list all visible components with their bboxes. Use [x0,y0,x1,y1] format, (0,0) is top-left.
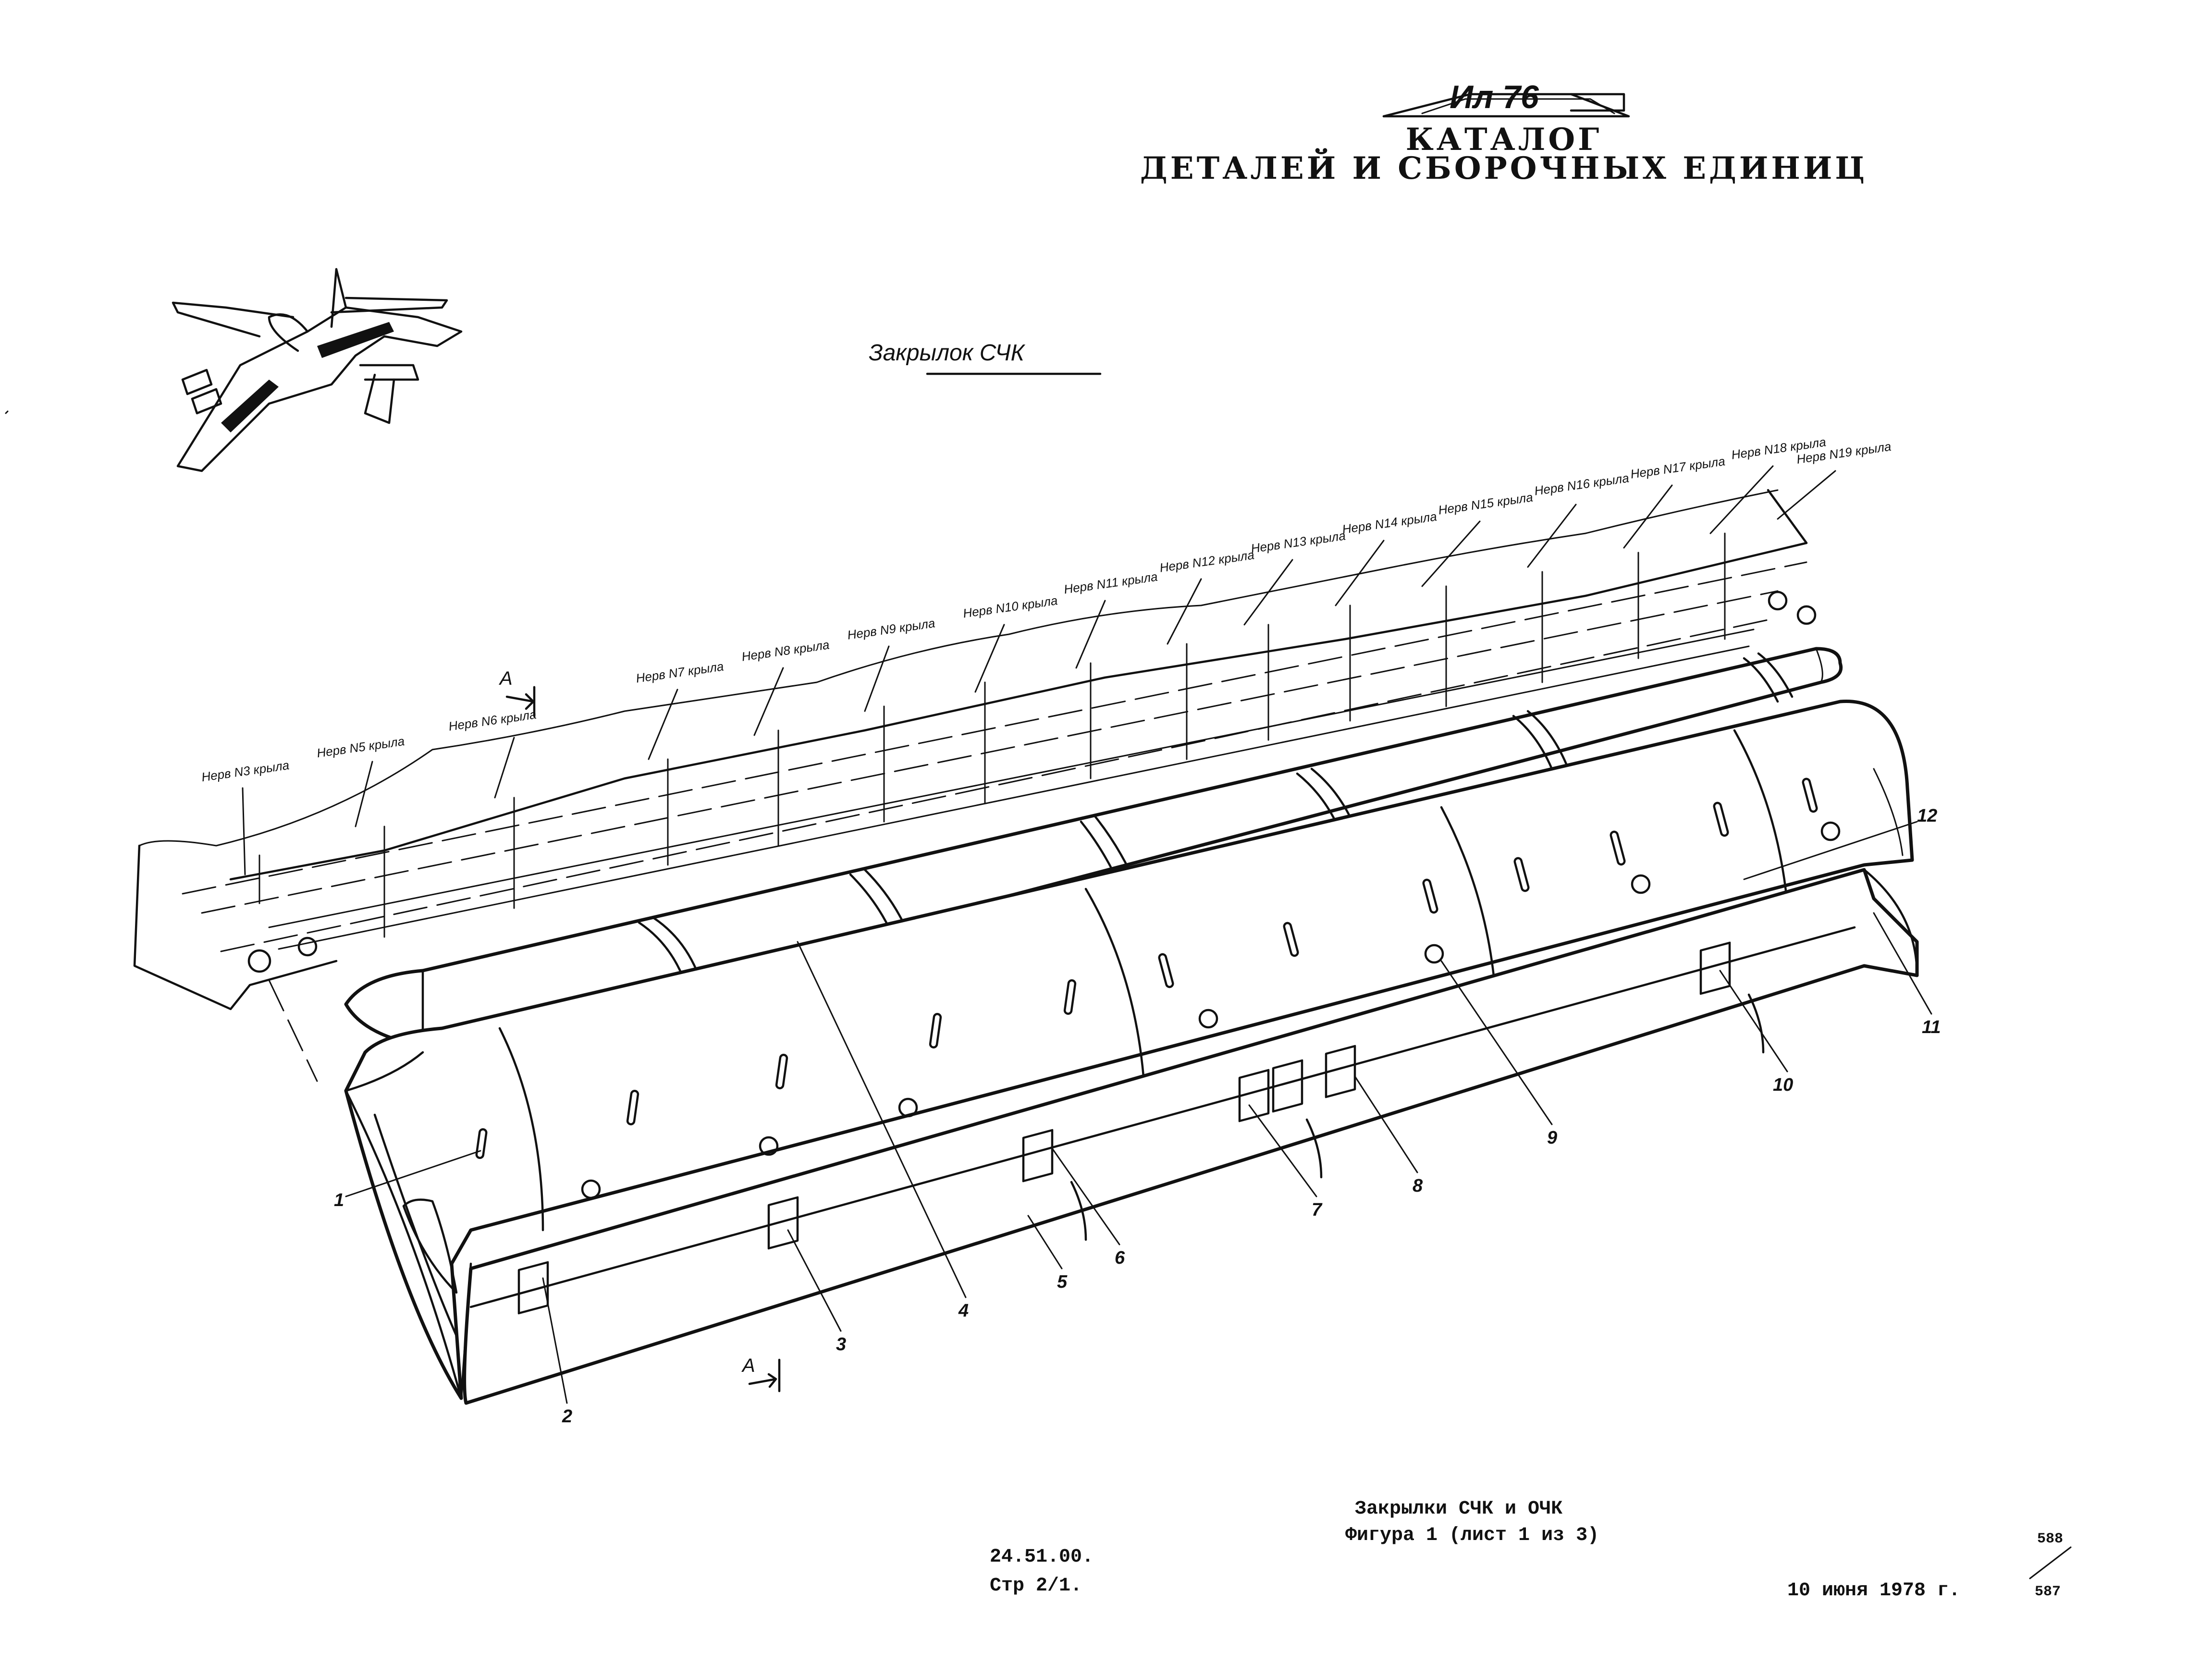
callout-10: 10 [1773,1075,1793,1095]
page-reference: Стр 2/1. [990,1575,1082,1597]
callout-11: 11 [1922,1017,1941,1037]
tab-hinge-fittings [517,941,1765,1315]
callout-5: 5 [1057,1272,1068,1292]
rib-label-13: Нерв N13 крыла [1250,528,1347,555]
sheet-number-top: 588 [2037,1531,2063,1547]
rib-label-15: Нерв N15 крыла [1438,490,1534,517]
header: Ил 76 КАТАЛОГ ДЕТАЛЕЙ И СБОРОЧНЫХ ЕДИНИЦ [1140,79,1868,186]
rib-label-17: Нерв N17 крыла [1630,454,1726,481]
sheet-divider [2029,1546,2072,1579]
rib-label-8: Нерв N8 крыла [741,637,830,664]
il76-logo: Ил 76 [1382,79,1630,118]
callout-6: 6 [1115,1248,1125,1268]
section-label-bottom: А [741,1355,755,1376]
rib-label-6: Нерв N6 крыла [448,707,537,733]
callout-1: 1 [334,1190,344,1210]
wing-structure [133,489,1890,1082]
section-marker-bottom: А [741,1355,781,1393]
rib-label-16: Нерв N16 крыла [1534,470,1630,498]
flap-deflector [344,647,1843,1049]
caption-line-2: Фигура 1 (лист 1 из 3) [1345,1525,1599,1546]
rib-label-12: Нерв N12 крыла [1159,547,1255,575]
drawing-title-text: Закрылок СЧК [869,340,1025,366]
rib-label-10: Нерв N10 крыла [962,593,1058,620]
catalog-title: КАТАЛОГ [1406,122,1602,158]
rib-label-7: Нерв N7 крыла [635,659,725,685]
callout-7: 7 [1312,1200,1323,1220]
section-label-top: А [499,668,513,689]
drawing-title: Закрылок СЧК [869,340,1102,375]
rib-label-14: Нерв N14 крыла [1341,509,1438,536]
rib-leader-lines [242,465,1836,875]
inspection-holes [581,821,1841,1199]
callout-3: 3 [836,1334,846,1355]
rib-label-5: Нерв N5 крыла [316,734,405,760]
catalog-subtitle: ДЕТАЛЕЙ И СБОРОЧНЫХ ЕДИНИЦ [1140,148,1868,186]
aircraft-locator-icon [172,268,463,472]
flap-assembly [344,647,1919,1405]
issue-date: 10 июня 1978 г. [1787,1580,1960,1602]
logo-text: Ил 76 [1450,79,1539,115]
rib-stations [258,532,1726,938]
callout-9: 9 [1547,1128,1557,1148]
callouts: 1 2 3 4 5 6 7 8 9 10 11 12 [334,806,1941,1427]
rib-label-11: Нерв N11 крыла [1063,569,1158,597]
callout-12: 12 [1917,806,1937,826]
callout-2: 2 [562,1406,572,1427]
access-slots [475,777,1818,1159]
rib-label-3: Нерв N3 крыла [200,758,290,784]
callout-4: 4 [958,1301,969,1321]
sheet-number-bottom: 587 [2035,1584,2061,1600]
deflector-joints [638,652,1794,977]
section-marker-top: А [499,668,536,717]
doc-number: 24.51.00. [990,1546,1094,1568]
rib-label-9: Нерв N9 крыла [847,616,936,642]
margin-mark [5,410,9,414]
callout-8: 8 [1413,1176,1423,1196]
flap-bulkheads [498,729,1904,1232]
footer: Закрылки СЧК и ОЧК Фигура 1 (лист 1 из 3… [990,1498,2072,1602]
caption-line-1: Закрылки СЧК и ОЧК [1355,1498,1562,1520]
